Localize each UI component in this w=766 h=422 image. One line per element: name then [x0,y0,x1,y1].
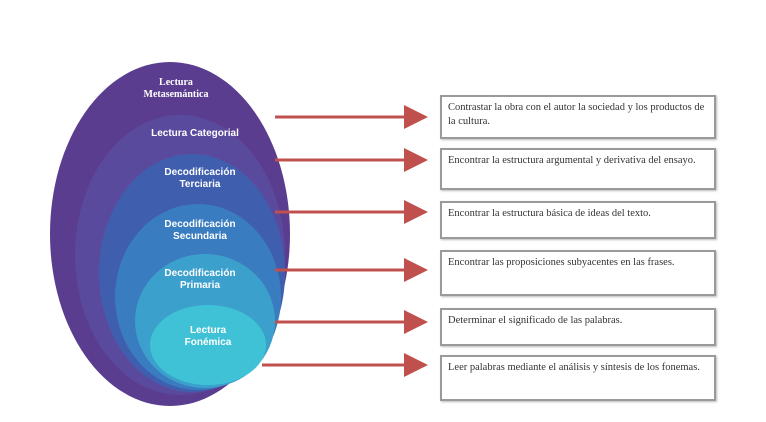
description-box-6: Leer palabras mediante el análisis y sín… [440,355,716,401]
label-fonemica: Lectura Fonémica [184,325,232,348]
label-categorial: Lectura Categorial [151,128,239,139]
circle-fonemica [150,305,266,385]
label-secundaria: Decodificación Secundaria [164,219,236,242]
description-box-4: Encontrar las proposiciones subyacentes … [440,250,716,296]
description-box-3: Encontrar la estructura básica de ideas … [440,201,716,239]
label-terciaria: Decodificación Terciaria [164,167,236,190]
label-metasemantica: Lectura Metasemántica [143,77,209,100]
description-box-5: Determinar el significado de las palabra… [440,308,716,346]
description-box-1: Contrastar la obra con el autor la socie… [440,95,716,139]
description-box-2: Encontrar la estructura argumental y der… [440,148,716,190]
label-primaria: Decodificación Primaria [164,268,236,291]
